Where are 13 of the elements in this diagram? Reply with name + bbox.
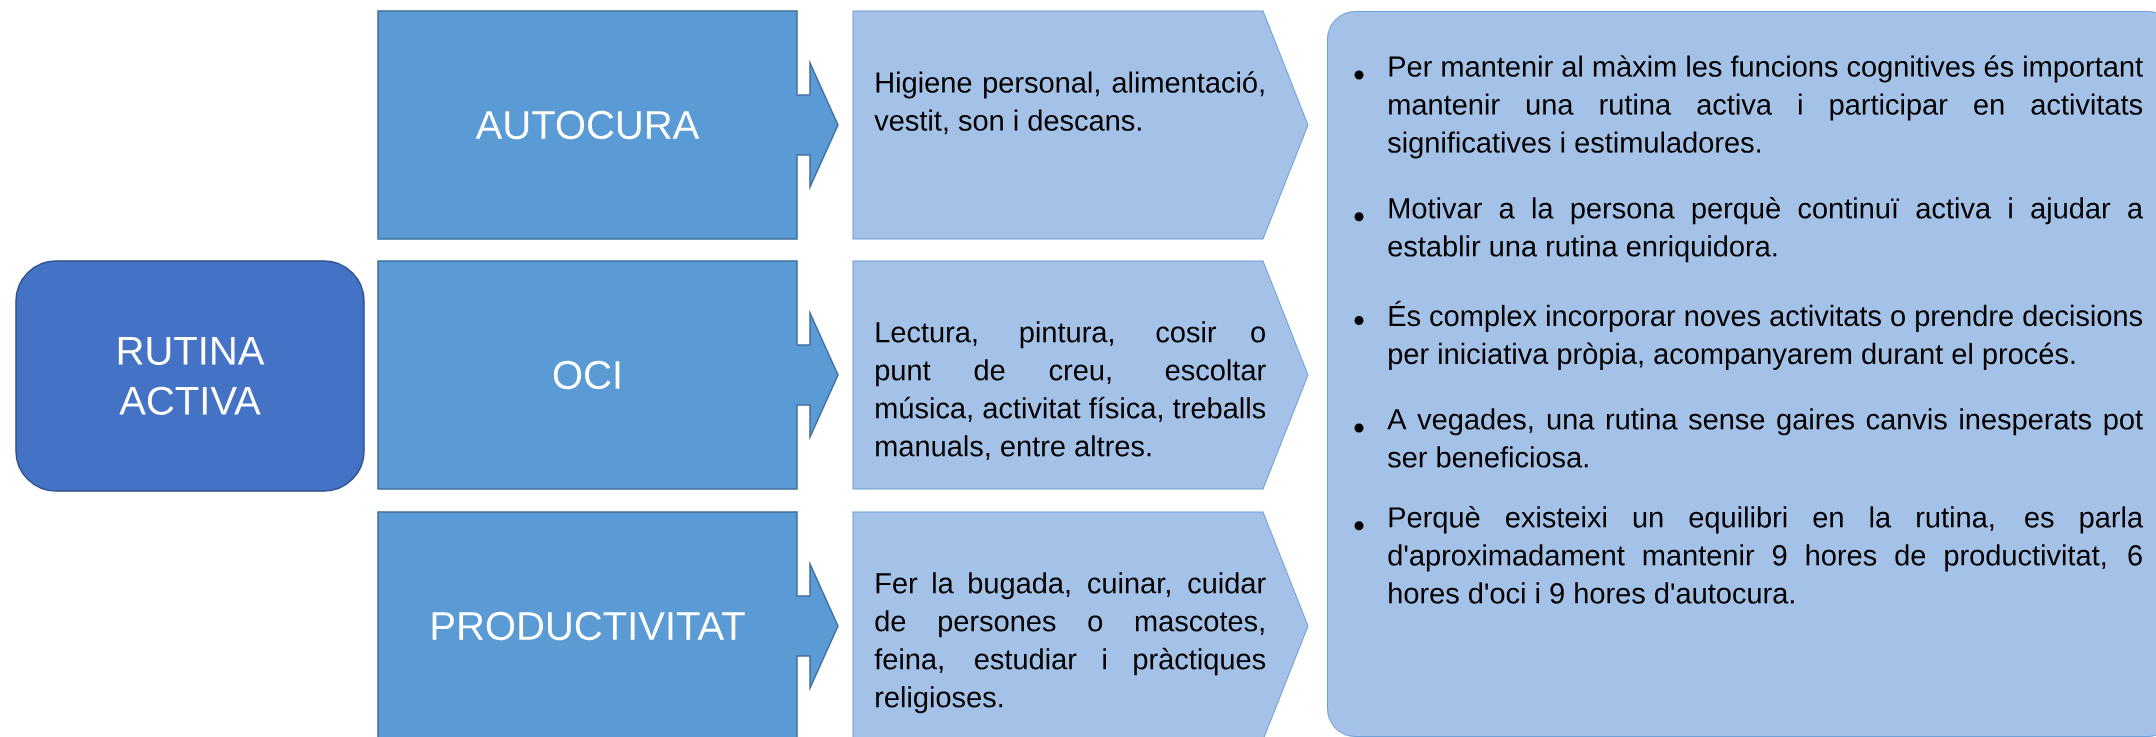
bullet-text: Motivar a la persona perquè continuï activa i ajudar a establir una rutina enriquidora. — [1388, 197, 2144, 263]
rounded-box: RUTINA ACTIVA — [15, 260, 365, 492]
chevron-box: Lectura, pintura, cosir o punt de creu, escoltar música, activitat física, treballs manuals, entre altres. — [852, 260, 1309, 490]
bullet-text: És complex incorporar noves activitats o prendre decisions per iniciativa pròpia, acompanyarem durant el procés. — [1389, 300, 2142, 370]
bullet-text: A vegades, una rutina sense gaires canvis inesperats pot ser beneficiosa. — [1387, 408, 2143, 468]
chevron-box: Fer la bugada, cuinar, cuidar de persones o mascotes, feina, estudiar i pràctiques religioses. — [852, 511, 1309, 737]
notes-box — [1327, 11, 2156, 737]
bullet-text: Per mantenir al màxim les funcions cognitives és important mantenir una rutina activa i participar en activitats significatives i estimuladores. — [1388, 55, 2143, 159]
bullet-text: Perquè existeixi un equilibri en la rutina, es parla d'aproximadament mantenir 9 hores de productivitat, 6 hores d'oci i 9 hores d'autocura. — [1388, 506, 2144, 604]
arrow-callout-box: PRODUCTIVITAT — [377, 511, 839, 737]
arrow-callout-box: OCI — [377, 260, 839, 490]
arrow-callout-box: AUTOCURA — [377, 10, 839, 240]
chevron-box: Higiene personal, alimentació, vestit, son i descans. — [852, 10, 1309, 240]
